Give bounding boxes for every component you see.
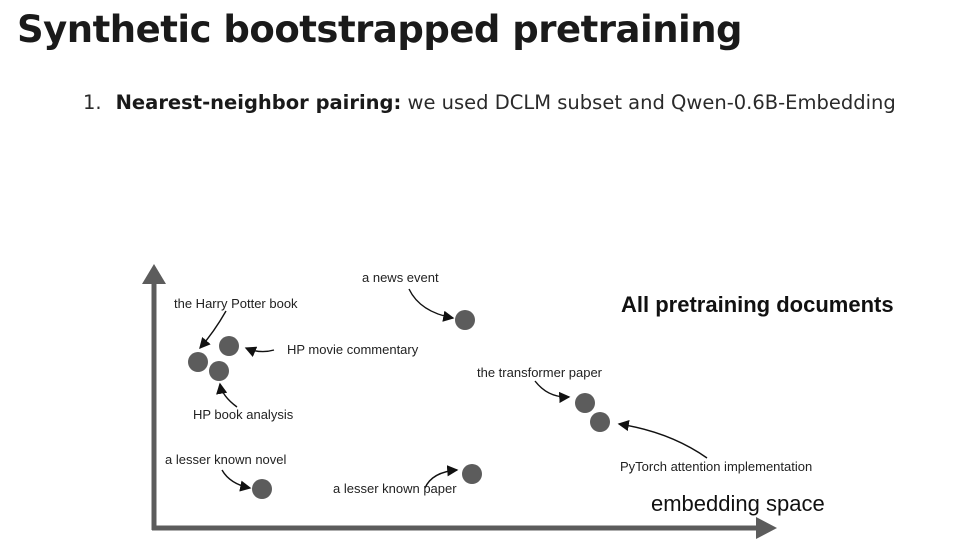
arrow-hp-movie — [244, 346, 275, 358]
list-item: 1. Nearest-neighbor pairing: we used DCLM… — [83, 91, 896, 114]
arrow-hp-book — [199, 310, 227, 350]
label-hp-book: the Harry Potter book — [174, 296, 298, 311]
list-item-text: we used DCLM subset and Qwen-0.6B-Embedd… — [401, 91, 896, 114]
point-hp-book — [188, 352, 208, 372]
slide-title: Synthetic bootstrapped pretraining — [17, 8, 743, 51]
label-paper: a lesser known paper — [333, 481, 457, 496]
point-pytorch — [590, 412, 610, 432]
point-hp-movie — [219, 336, 239, 356]
label-novel: a lesser known novel — [165, 452, 287, 467]
point-news — [455, 310, 475, 330]
axis-label: embedding space — [651, 491, 825, 516]
arrow-pytorch — [617, 419, 708, 459]
arrow-paper — [424, 465, 459, 489]
point-paper — [462, 464, 482, 484]
arrow-transformer — [534, 380, 571, 404]
label-news: a news event — [362, 270, 439, 285]
point-novel — [252, 479, 272, 499]
diagram-heading: All pretraining documents — [621, 292, 894, 317]
arrow-hp-analysis — [216, 382, 238, 408]
list-number: 1. — [83, 91, 102, 114]
label-pytorch: PyTorch attention implementation — [620, 459, 812, 474]
label-hp-analysis: HP book analysis — [193, 407, 294, 422]
arrow-novel — [221, 469, 252, 492]
y-axis-arrowhead — [142, 264, 166, 284]
x-axis-arrowhead — [756, 517, 777, 539]
point-transformer — [575, 393, 595, 413]
label-hp-movie: HP movie commentary — [287, 342, 419, 357]
point-hp-analysis — [209, 361, 229, 381]
arrow-news — [408, 288, 455, 322]
list-item-bold: Nearest-neighbor pairing: — [115, 91, 402, 114]
label-transformer: the transformer paper — [477, 365, 603, 380]
